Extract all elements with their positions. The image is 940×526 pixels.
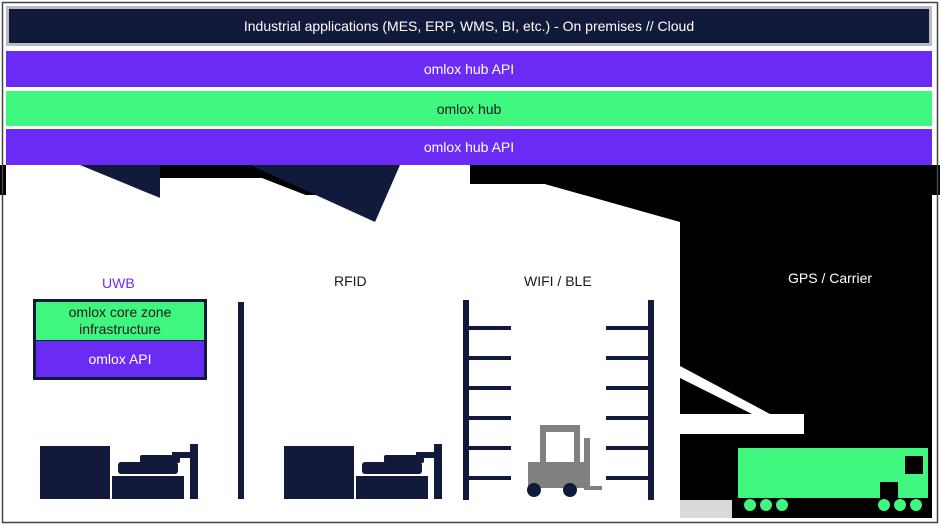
zone-label-wifi-ble: WIFI / BLE — [524, 273, 592, 289]
zone-label-gps-carrier: GPS / Carrier — [788, 270, 873, 286]
omlox-api-box: omlox API — [33, 341, 207, 380]
shelf-rack-right — [606, 300, 654, 500]
shelf-rack-left — [463, 300, 511, 500]
hub-api-layer-lower: omlox hub API — [6, 129, 932, 165]
core-zone-infrastructure-label: omlox core zone infrastructure — [68, 304, 172, 337]
zone-label-rfid: RFID — [334, 273, 367, 289]
hub-label: omlox hub — [436, 100, 502, 117]
industrial-applications-layer: Industrial applications (MES, ERP, WMS, … — [6, 6, 932, 46]
hub-api-lower-label: omlox hub API — [423, 139, 515, 155]
zone-label-uwb: UWB — [102, 275, 135, 291]
core-zone-infrastructure-box: omlox core zone infrastructure — [33, 299, 207, 343]
outdoor-area — [545, 165, 932, 518]
industrial-applications-label: Industrial applications (MES, ERP, WMS, … — [243, 18, 695, 34]
dock-strip — [680, 500, 732, 518]
omlox-api-label: omlox API — [88, 350, 152, 367]
warehouse-body — [6, 165, 680, 518]
divider-post-1 — [238, 302, 244, 499]
hub-layer: omlox hub — [6, 91, 932, 126]
hub-api-layer-upper: omlox hub API — [6, 51, 932, 87]
machine-icon-rfid — [284, 444, 442, 499]
hub-api-upper-label: omlox hub API — [423, 61, 515, 77]
loading-ramp — [680, 366, 804, 434]
machine-icon-uwb — [40, 444, 198, 499]
roof-curve-middle — [250, 165, 401, 222]
forklift-icon — [527, 425, 602, 497]
truck-icon — [738, 448, 928, 511]
